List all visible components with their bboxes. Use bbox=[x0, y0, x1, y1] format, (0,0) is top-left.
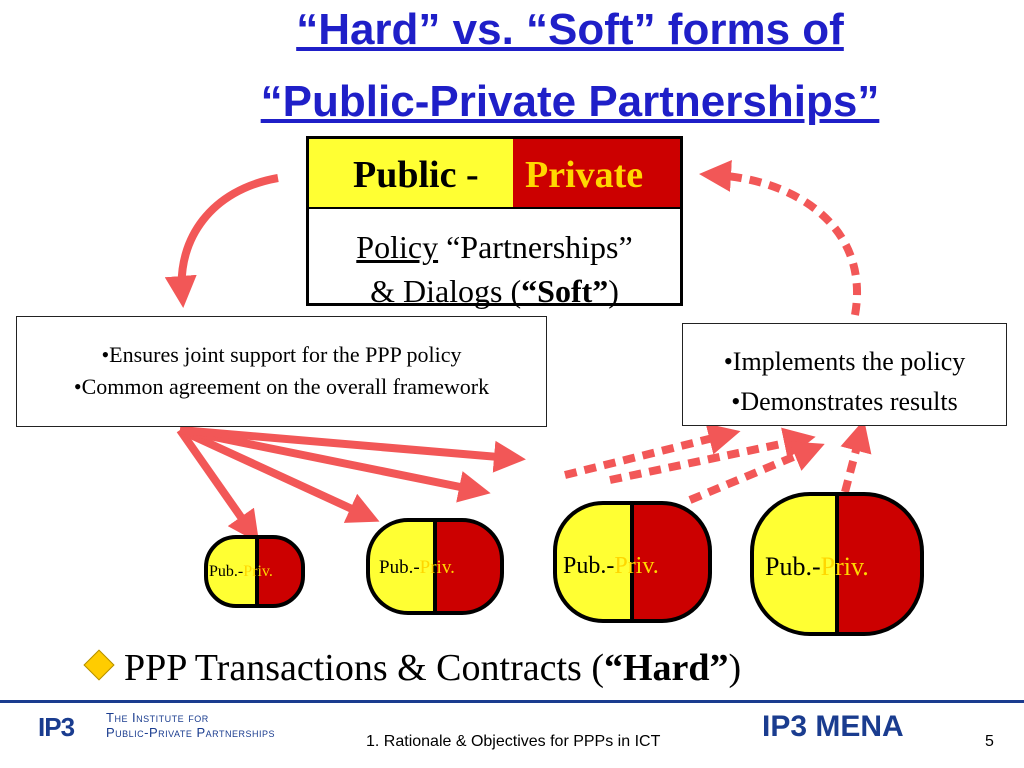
ppp-pill-xlarge bbox=[750, 492, 924, 636]
pill-4-to-right-arrow-b bbox=[840, 419, 872, 494]
pill-4-to-right-arrow-a bbox=[688, 441, 825, 504]
ip3-name-line-1: The Institute for bbox=[106, 710, 209, 725]
slide-title-line-1: “Hard” vs. “Soft” forms of bbox=[296, 5, 844, 54]
priv-label: Priv. bbox=[820, 552, 869, 581]
right-to-soft-arrow bbox=[699, 159, 861, 316]
pub-label: Pub.- bbox=[765, 552, 821, 581]
ppp-transactions-close: ) bbox=[728, 647, 742, 689]
hard-word: “Hard” bbox=[603, 647, 729, 689]
ip3-organization-name: The Institute for Public-Private Partner… bbox=[106, 710, 275, 740]
pill-3-to-right-arrow-a bbox=[564, 423, 741, 479]
left-to-pill-3-arrow bbox=[179, 426, 491, 503]
soft-ppp-box: Public - Private Policy “Partnerships” &… bbox=[306, 136, 683, 309]
ppp-pill-large bbox=[553, 501, 712, 623]
result-item: •Implements the policy bbox=[723, 347, 966, 376]
priv-label: Priv. bbox=[614, 553, 659, 579]
partnerships-text: “Partnerships” bbox=[438, 229, 633, 265]
footer-section-title: 1. Rationale & Objectives for PPPs in IC… bbox=[366, 733, 661, 750]
ppp-transactions-bullet: PPP Transactions & Contracts (“Hard”) bbox=[83, 646, 742, 690]
left-to-pill-1-arrow bbox=[176, 427, 260, 544]
slide-title-line-2: “Public-Private Partnerships” bbox=[260, 77, 880, 126]
transaction-results-box: •Implements the policy •Demonstrates res… bbox=[682, 323, 1007, 426]
pill-label-medium: Pub.-Priv. bbox=[379, 557, 455, 579]
ip3-mena-logo: IP3 MENA bbox=[762, 710, 904, 743]
public-private-header: Public - Private bbox=[309, 139, 680, 209]
left-to-pill-2-arrow bbox=[178, 426, 380, 523]
policy-word: Policy bbox=[356, 229, 439, 265]
soft-to-left-arrow bbox=[164, 174, 279, 308]
pill-label-large: Pub.-Priv. bbox=[563, 553, 659, 580]
ip3-name-line-2: Public-Private Partnerships bbox=[106, 725, 275, 740]
priv-label: Priv. bbox=[419, 557, 455, 578]
ppp-transactions-text: PPP Transactions & Contracts ( bbox=[124, 647, 604, 689]
ip3-logo: IP3 bbox=[38, 712, 75, 742]
footer-divider bbox=[0, 700, 1024, 703]
dialogs-close: ) bbox=[608, 273, 619, 309]
left-to-pill-4-arrow bbox=[179, 426, 526, 473]
public-half: Public - bbox=[309, 139, 513, 207]
pub-label: Pub.- bbox=[379, 557, 420, 578]
pub-label: Pub.- bbox=[209, 563, 244, 580]
soft-word: “Soft” bbox=[521, 273, 609, 309]
private-label: Private bbox=[525, 154, 644, 196]
policy-benefits-box: •Ensures joint support for the PPP polic… bbox=[16, 316, 547, 427]
policy-benefit-item: •Ensures joint support for the PPP polic… bbox=[101, 342, 462, 367]
ppp-pill-small bbox=[204, 535, 305, 608]
pill-label-xlarge: Pub.-Priv. bbox=[765, 552, 869, 582]
private-half: Private bbox=[513, 139, 680, 207]
result-item: •Demonstrates results bbox=[731, 387, 958, 416]
page-number: 5 bbox=[985, 733, 994, 750]
public-label: Public - bbox=[353, 154, 479, 196]
pill-3-to-right-arrow-b bbox=[609, 427, 816, 484]
soft-description: Policy “Partnerships” & Dialogs (“Soft”) bbox=[309, 225, 680, 313]
pill-label-small: Pub.-Priv. bbox=[209, 563, 273, 581]
pub-label: Pub.- bbox=[563, 553, 615, 579]
policy-benefit-item: •Common agreement on the overall framewo… bbox=[73, 374, 490, 399]
ppp-pill-medium bbox=[366, 518, 504, 615]
dialogs-text: & Dialogs ( bbox=[370, 273, 522, 309]
diamond-bullet-icon bbox=[83, 649, 115, 681]
priv-label: Priv. bbox=[243, 563, 273, 580]
